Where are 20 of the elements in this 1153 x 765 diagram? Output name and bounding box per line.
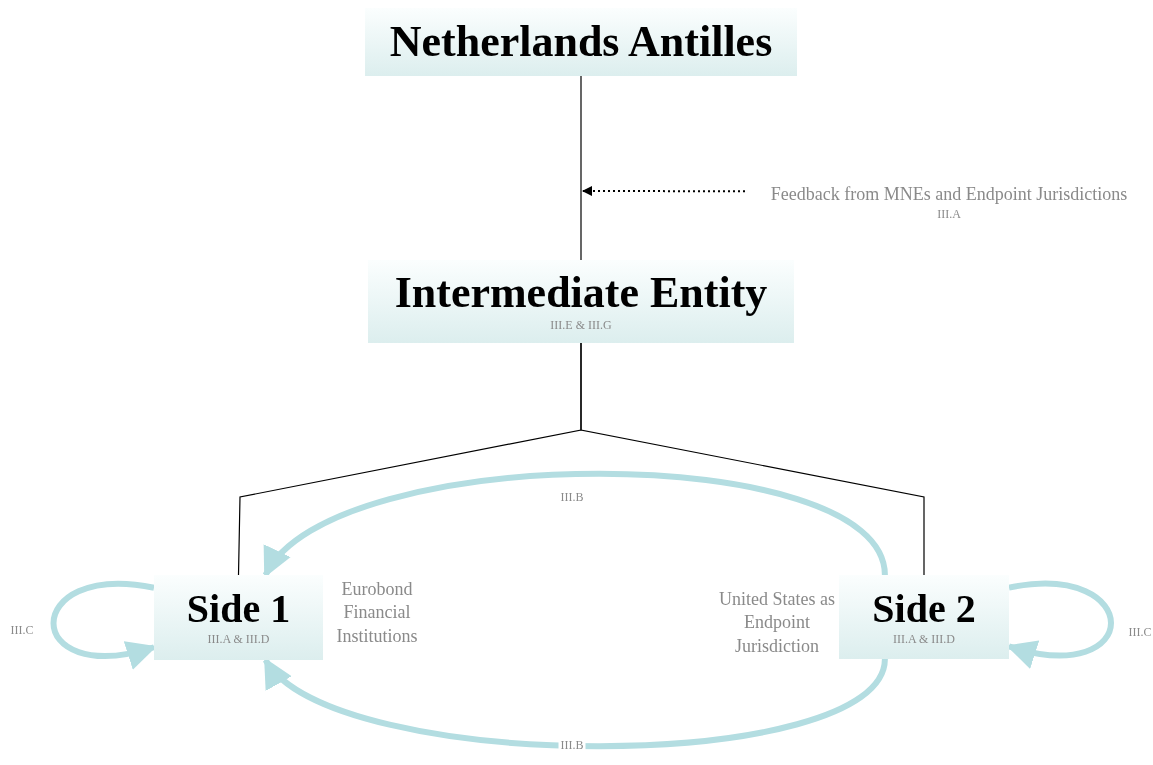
entity-name: Side 1 <box>186 588 291 630</box>
section-reference: III.A & III.D <box>207 632 270 647</box>
entity-box <box>365 8 797 76</box>
entity-box <box>839 575 1009 659</box>
curved-arrow <box>263 657 888 750</box>
side-caption: United States as Endpoint Jurisdiction <box>718 588 836 658</box>
connector-line <box>580 75 582 261</box>
side-caption: Eurobond Financial Institutions <box>335 578 419 648</box>
dotted-arrow <box>582 186 746 196</box>
entity-name: Intermediate Entity <box>394 269 768 317</box>
entity-name: Side 2 <box>872 587 976 630</box>
section-reference: III.A & III.D <box>893 631 955 647</box>
section-reference: III.E & III.G <box>550 318 612 334</box>
feedback-note: Feedback from MNEs and Endpoint Jurisdictions <box>770 183 1128 205</box>
entity-box <box>154 575 323 660</box>
section-reference: III.A <box>937 206 961 222</box>
entity-box <box>368 260 794 343</box>
curved-arrow <box>263 470 888 578</box>
connector-line <box>580 342 925 576</box>
entity-name: Netherlands Antilles <box>389 18 773 66</box>
